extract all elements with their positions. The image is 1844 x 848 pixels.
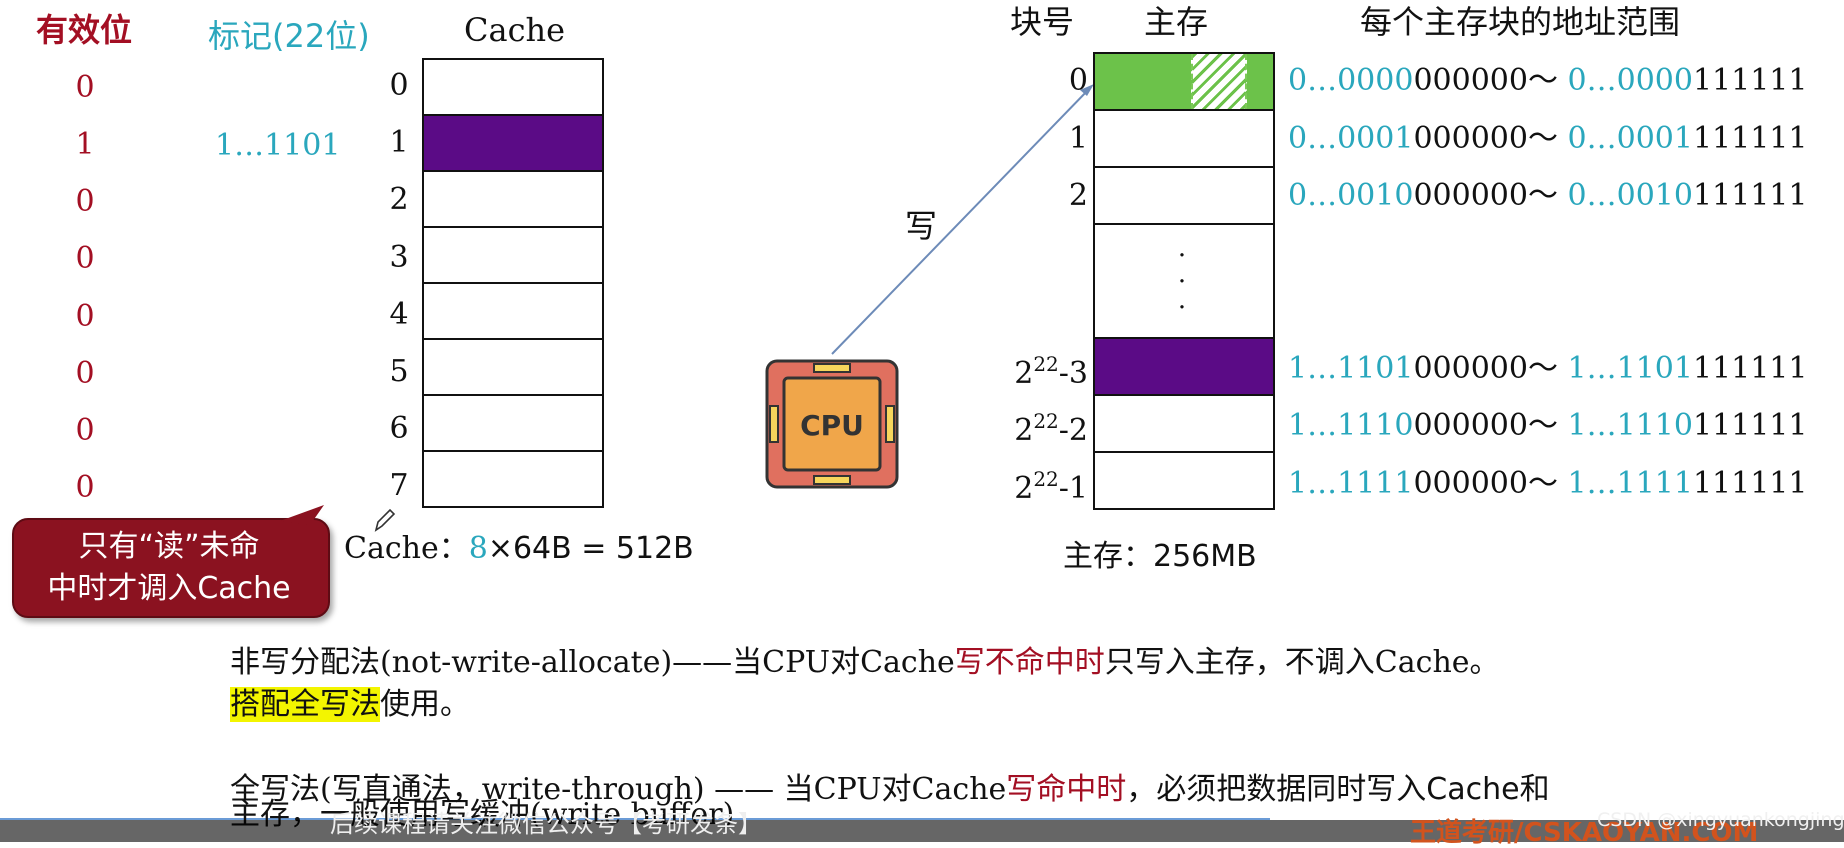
cache-line-number-7: 7	[389, 468, 409, 503]
cache-line-5	[424, 340, 602, 396]
block-number-2pow22-minus-1: 222-1	[1014, 467, 1088, 506]
block-number-1: 1	[1068, 121, 1088, 156]
valid-bit-0: 0	[75, 70, 95, 105]
address-range-2pow22-minus-3: 1…1101000000～ 1…1101111111	[1288, 351, 1808, 386]
vertical-ellipsis: · · ·	[1177, 241, 1187, 323]
cache-size-rest: ×64B = 512B	[487, 531, 694, 566]
memory-block-1	[1095, 111, 1273, 168]
valid-bit-header: 有效位	[36, 11, 133, 49]
cache-line-number-3: 3	[389, 240, 409, 275]
callout-pointer	[280, 505, 324, 525]
valid-bit-7: 0	[75, 470, 95, 505]
pen-cursor-icon	[374, 508, 396, 532]
address-range-2: 0…0010000000～ 0…0010111111	[1288, 178, 1808, 213]
cache-block-table	[422, 58, 604, 508]
cache-size-prefix: Cache：	[344, 531, 469, 566]
memory-block-2pow22-minus-2	[1095, 396, 1273, 453]
not-write-allocate-text: 非写分配法(not-write-allocate)——当CPU对Cache写不命…	[230, 645, 1500, 680]
cache-line-4	[424, 284, 602, 340]
address-range-2pow22-minus-2: 1…1110000000～ 1…1110111111	[1288, 408, 1808, 443]
cache-line-number-0: 0	[389, 68, 409, 103]
memory-block-0	[1095, 54, 1273, 111]
cache-line-1	[424, 116, 602, 172]
progress-line	[0, 818, 1270, 820]
cache-line-0	[424, 60, 602, 116]
block-number-header: 块号	[1010, 3, 1075, 41]
cache-line-number-1: 1	[389, 125, 409, 160]
memory-block-2	[1095, 168, 1273, 225]
cache-line-2	[424, 172, 602, 228]
main-memory-header: 主存	[1144, 3, 1209, 41]
block-number-2pow22-minus-2: 222-2	[1014, 409, 1088, 448]
pairing-note: 搭配全写法使用。	[230, 687, 470, 722]
cache-line-number-6: 6	[389, 411, 409, 446]
highlighted-phrase: 搭配全写法	[230, 687, 380, 722]
address-range-1: 0…0001000000～ 0…0001111111	[1288, 121, 1808, 156]
valid-bit-1: 1	[75, 127, 95, 162]
main-memory-table: · · ·	[1093, 52, 1275, 510]
memory-ellipsis-block: · · ·	[1095, 225, 1273, 339]
cache-size-count: 8	[468, 531, 488, 566]
main-memory-size-label: 主存：256MB	[1063, 539, 1257, 574]
video-bottom-bar	[0, 820, 1844, 842]
cache-line-7	[424, 452, 602, 508]
cpu-chip-icon: CPU	[765, 359, 899, 489]
written-region	[1191, 54, 1247, 109]
cache-line-6	[424, 396, 602, 452]
read-miss-callout	[12, 518, 330, 618]
cache-line-3	[424, 228, 602, 284]
cache-line-number-5: 5	[389, 354, 409, 389]
cache-header: Cache	[464, 11, 566, 49]
subtitle-overlay: 后续课程请关注微信公众号【考研发条】	[330, 810, 762, 838]
address-range-2pow22-minus-1: 1…1111000000～ 1…1111111111	[1288, 466, 1808, 501]
valid-bit-2: 0	[75, 184, 95, 219]
tag-header: 标记(22位)	[208, 17, 370, 55]
callout-line-1: 只有“读”未命	[78, 529, 260, 564]
cache-size-label: Cache：8×64B = 512B	[344, 534, 694, 564]
write-through-text: 全写法(写直通法，write-through) —— 当CPU对Cache写命中…	[230, 772, 1550, 807]
valid-bit-3: 0	[75, 241, 95, 276]
callout-line-2: 中时才调入Cache	[47, 571, 291, 606]
memory-block-2pow22-minus-3	[1095, 339, 1273, 396]
address-range-header: 每个主存块的地址范围	[1360, 3, 1681, 41]
write-arrow-label: 写	[905, 207, 938, 245]
cache-line-number-4: 4	[389, 297, 409, 332]
memory-block-2pow22-minus-1	[1095, 453, 1273, 510]
address-range-0: 0…0000000000～ 0…0000111111	[1288, 63, 1808, 98]
csdn-watermark: CSDN @xingyuankongjing	[1597, 809, 1844, 831]
tag-value-line-1: 1…1101	[215, 128, 341, 163]
valid-bit-4: 0	[75, 299, 95, 334]
block-number-2: 2	[1068, 178, 1088, 213]
valid-bit-5: 0	[75, 356, 95, 391]
block-number-2pow22-minus-3: 222-3	[1014, 352, 1088, 391]
cpu-label: CPU	[800, 409, 864, 442]
valid-bit-6: 0	[75, 413, 95, 448]
cache-line-number-2: 2	[389, 182, 409, 217]
block-number-0: 0	[1068, 63, 1088, 98]
